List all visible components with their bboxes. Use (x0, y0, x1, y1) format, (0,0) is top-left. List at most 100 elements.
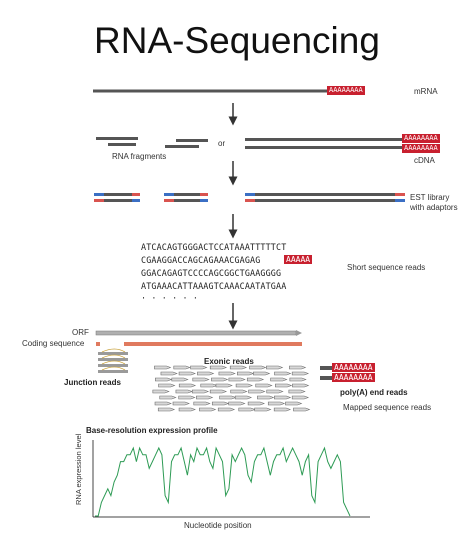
y-axis-label: RNA expression level (74, 433, 83, 505)
exonic-read (171, 377, 189, 382)
cdna-polya-top: AAAAAAAA (402, 134, 440, 143)
with-adaptors-label: with adaptors (410, 203, 458, 212)
orf-label: ORF (72, 328, 89, 337)
exonic-read (228, 377, 246, 382)
exonic-read (266, 389, 284, 394)
short-reads-label: Short sequence reads (347, 263, 426, 272)
exonic-read (249, 365, 267, 370)
exonic-read (275, 383, 293, 388)
profile-axes (92, 440, 370, 518)
exonic-read (248, 389, 266, 394)
cdna-label: cDNA (414, 156, 435, 165)
exonic-reads (152, 365, 311, 412)
exonic-read (178, 407, 196, 412)
polya-end-reads-label: poly(A) end reads (340, 388, 408, 397)
polya-read-1: AAAAAAAA (332, 363, 375, 372)
mapped-reads-label: Mapped sequence reads (343, 403, 432, 412)
exonic-read (235, 383, 253, 388)
junction-reads-label: Junction reads (64, 378, 121, 387)
exonic-read (209, 389, 228, 394)
mrna-polya-tail: AAAAAAAA (327, 86, 365, 95)
exonic-read (178, 371, 196, 376)
exonic-read (238, 407, 256, 412)
sequence-read-2: CGAAGGACCAGCAGAAACGAGAG (141, 255, 261, 265)
sequence-read-3: GGACAGAGTCCCCAGCGGCTGAAGGGG (141, 268, 282, 278)
exonic-read (155, 377, 173, 382)
exonic-read (230, 389, 248, 394)
exonic-read (217, 407, 236, 412)
est-library (94, 193, 405, 202)
exonic-read (159, 395, 177, 400)
sequence-ellipsis: · · · · · · (141, 293, 199, 303)
mrna-label: mRNA (414, 87, 438, 96)
exonic-read (154, 365, 172, 370)
exonic-read (234, 395, 253, 400)
exonic-read (154, 401, 172, 406)
exonic-read (288, 389, 306, 394)
exonic-read (289, 365, 307, 370)
exonic-read (229, 365, 248, 370)
exonic-read (219, 395, 237, 400)
page-title: RNA-Sequencing (94, 20, 380, 61)
profile-series-line (95, 446, 351, 517)
exonic-read (247, 401, 265, 406)
exonic-read (178, 395, 196, 400)
exonic-read (209, 365, 228, 370)
exonic-read (292, 383, 310, 388)
exonic-read (211, 401, 230, 406)
exonic-read (289, 377, 307, 382)
exonic-read (192, 377, 210, 382)
exonic-read (228, 401, 246, 406)
exonic-read (236, 371, 255, 376)
exonic-read (285, 401, 303, 406)
exonic-read (157, 407, 176, 412)
exonic-read (193, 401, 211, 406)
exonic-read (196, 395, 214, 400)
exonic-read (218, 371, 236, 376)
exonic-reads-label: Exonic reads (204, 357, 254, 366)
exonic-read (199, 407, 217, 412)
exonic-read (257, 395, 275, 400)
profile-title: Base-resolution expression profile (86, 426, 218, 435)
exonic-read (291, 395, 310, 400)
exonic-read (175, 389, 193, 394)
exonic-read (270, 377, 288, 382)
exonic-read (172, 401, 190, 406)
est-library-label: EST library (410, 193, 450, 202)
rna-fragments (96, 137, 208, 148)
exonic-read (293, 407, 311, 412)
sequence-read-4: ATGAAACATTAAAGTCAAACAATATGAA (141, 281, 287, 291)
exonic-read (255, 383, 273, 388)
cdna-strands (245, 138, 407, 149)
exonic-read (254, 407, 272, 412)
exonic-read (291, 371, 310, 376)
exonic-read (190, 365, 208, 370)
coding-sequence-label: Coding sequence (22, 339, 85, 348)
exonic-read (215, 383, 233, 388)
polya-read-stems (320, 366, 332, 380)
x-axis-label: Nucleotide position (184, 521, 252, 530)
exonic-read (200, 383, 218, 388)
exonic-read (197, 371, 215, 376)
exonic-read (253, 371, 271, 376)
exonic-read (211, 377, 229, 382)
coding-sequence-main (124, 342, 302, 346)
exonic-read (274, 395, 292, 400)
exonic-read (246, 377, 265, 382)
exonic-read (158, 383, 176, 388)
exonic-read (160, 371, 178, 376)
exonic-read (267, 401, 286, 406)
exonic-read (152, 389, 170, 394)
expression-profile (95, 446, 351, 517)
sequence-read-2-polya: AAAAA (284, 255, 313, 264)
exonic-read (173, 365, 191, 370)
cdna-polya-bottom: AAAAAAAA (402, 144, 440, 153)
or-label: or (218, 139, 226, 148)
orf-bar (95, 330, 302, 336)
junction-reads (98, 348, 128, 373)
rna-fragments-label: RNA fragments (112, 152, 167, 161)
exonic-read (266, 365, 284, 370)
exonic-read (273, 407, 292, 412)
coding-sequence-bar (96, 342, 100, 346)
